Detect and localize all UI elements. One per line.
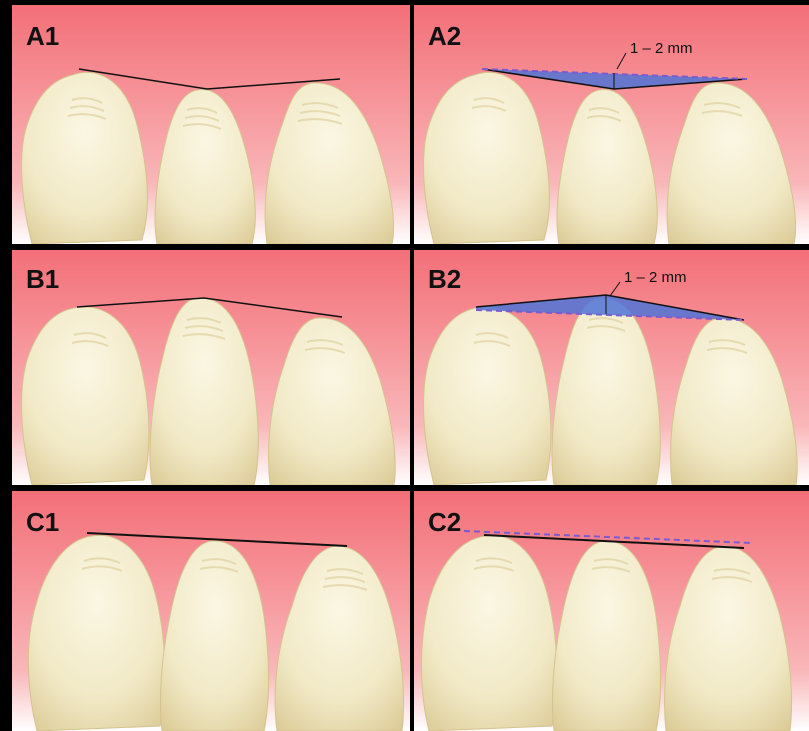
panel-a1: A1 xyxy=(12,5,410,244)
panel-label: C2 xyxy=(428,507,461,537)
panel-label: B2 xyxy=(428,264,461,294)
panel-a2: 1 – 2 mm A2 xyxy=(414,5,809,244)
panel-label: B1 xyxy=(26,264,59,294)
panel-c2: C2 xyxy=(414,491,809,731)
panel-b2: 1 – 2 mm B2 xyxy=(414,250,809,485)
measurement-label: 1 – 2 mm xyxy=(624,269,687,286)
panel-label: C1 xyxy=(26,507,59,537)
panel-c1: C1 xyxy=(12,491,410,731)
panel-b1: B1 xyxy=(12,250,410,485)
panel-label: A2 xyxy=(428,21,461,51)
panel-label: A1 xyxy=(26,21,59,51)
measurement-label: 1 – 2 mm xyxy=(630,40,693,57)
